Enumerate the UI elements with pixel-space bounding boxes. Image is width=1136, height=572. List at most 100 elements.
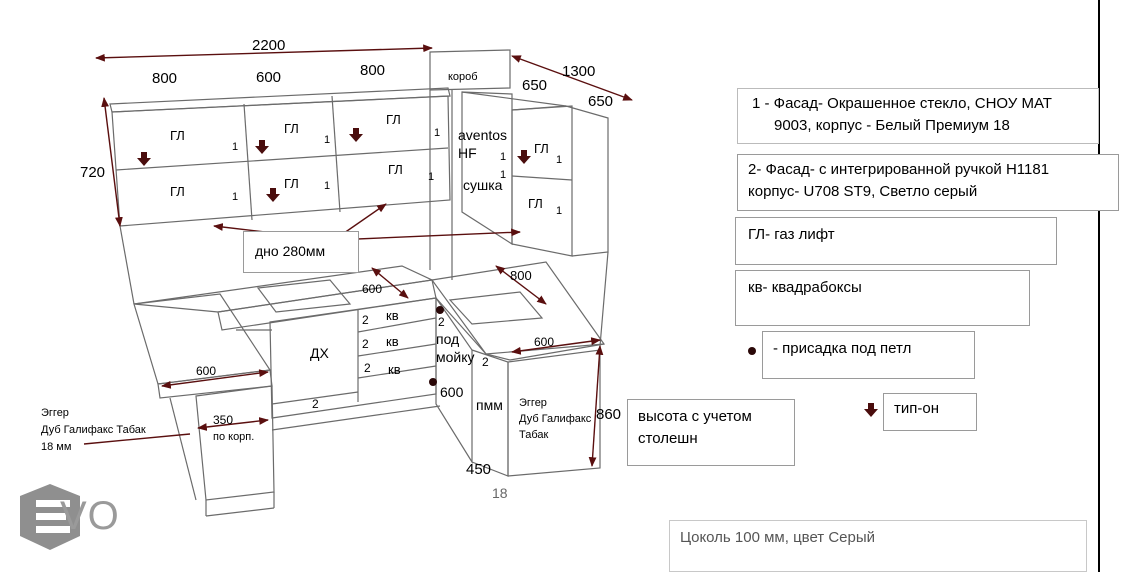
dim-right-a: 650 [522,77,547,94]
legend-item-2: 2- Фасад- с интегрированной ручкой Н1181… [737,154,1119,211]
label-one: 1 [500,151,506,163]
dim-line-total [95,44,433,62]
label-one: 1 [232,141,238,153]
legend-height: высота с учетом столешн [627,399,795,466]
hinge-dot-icon [429,378,437,386]
label-sushka: сушка [463,177,503,193]
label-kv: кв [386,334,399,349]
dim-right-b: 650 [588,93,613,110]
label-one: 1 [434,127,440,139]
evo-logo-text: VO [60,494,120,538]
legend-hinge-dot-icon [748,347,756,355]
tipon-arrow-icon [517,150,531,164]
tipon-arrow-icon [266,188,280,202]
label-kv: кв [388,362,401,377]
tipon-arrow-icon [349,128,363,142]
dim-upper-left: 800 [152,70,177,87]
label-gl: ГЛ [386,112,401,127]
dim-corner-depth: 600 [440,384,464,400]
legend-item-1-line1: 1 - Фасад- Окрашенное стекло, СНОУ МАТ [752,95,1052,112]
legend-item-1: 1 - Фасад- Окрашенное стекло, СНОУ МАТ 9… [737,88,1099,144]
dim-line-island [161,369,269,389]
label-po-korp: по корп. [213,431,254,443]
evo-logo-icon [20,484,80,550]
dim-depth: 800 [510,268,532,283]
dim-shelf: 350 [213,413,233,427]
legend-item-2-line1: 2- Фасад- с интегрированной ручкой Н1181 [748,161,1050,178]
dimension-lines [83,44,633,467]
tipon-arrow-icon [255,140,269,154]
dim-line-height [101,97,123,227]
legend-prisadka: - присадка под петл [762,331,975,379]
label-gl: ГЛ [528,196,543,211]
dim-upper-mid: 600 [256,69,281,86]
legend-tipon: тип-он [883,393,977,431]
label-two: 2 [362,313,369,327]
legend-height-line2: столешн [638,430,698,447]
label-two: 2 [438,315,445,329]
label-pod: под [436,331,459,347]
dim-line-right [511,55,633,101]
label-egger-left: Дуб Галифакс Табак [41,424,146,436]
dim-line-sink [371,267,409,299]
dim-line-depth [495,265,547,305]
dim-line-corner [511,337,601,355]
label-egger-right: Дуб Галифакс [519,413,592,425]
legend-kv: кв- квадрабоксы [735,270,1030,326]
dno-label: дно 280мм [243,231,359,273]
dim-right-total: 1300 [562,63,595,80]
cabinet-outline [109,49,609,517]
label-two: 2 [362,337,369,351]
legend-tipon-icon [864,403,878,417]
label-gl: ГЛ [534,141,549,156]
label-pmm: пмм [476,397,503,413]
dim-tall: 860 [596,406,621,423]
dim-line-shelf [197,417,269,431]
dim-island: 600 [196,364,216,378]
label-one: 1 [556,154,562,166]
label-one: 1 [428,171,434,183]
label-two: 2 [312,397,319,411]
label-one: 1 [324,180,330,192]
legend-height-line1: высота с учетом [638,408,752,425]
dim-bottom: 450 [466,461,491,478]
label-egger-left: Эггер [41,407,69,419]
label-egger-left: 18 мм [41,441,71,453]
dim-sink: 600 [362,282,382,296]
hinge-dot-icon [436,306,444,314]
label-one: 1 [500,169,506,181]
legend-item-1-line2: 9003, корпус - Белый Премиум 18 [774,117,1010,134]
legend-gl: ГЛ- газ лифт [735,217,1057,265]
page-number: 18 [492,485,508,501]
label-one: 1 [556,205,562,217]
label-gl: ГЛ [170,128,185,143]
hinge-markers [429,306,756,386]
label-dh: ДХ [310,345,329,361]
label-hf: HF [458,145,477,161]
tipon-arrow-icon [137,152,151,166]
dim-corner: 600 [534,335,554,349]
label-gl: ГЛ [284,121,299,136]
plinth-note: Цоколь 100 мм, цвет Серый [669,520,1087,572]
label-aventos: aventos [458,127,507,143]
page-divider [1098,0,1100,572]
dim-line-tall [588,345,604,467]
tipon-markers [137,128,878,417]
legend-item-2-line2: корпус- U708 ST9, Светло серый [748,183,978,200]
label-gl: ГЛ [170,184,185,199]
label-kv: кв [386,308,399,323]
label-korob: короб [448,71,478,83]
label-egger-right: Табак [519,429,549,441]
label-two: 2 [364,361,371,375]
dim-total: 2200 [252,37,285,54]
label-gl: ГЛ [388,162,403,177]
dim-height: 720 [80,164,105,181]
label-one: 1 [232,191,238,203]
label-egger-right: Эггер [519,397,547,409]
dim-upper-right: 800 [360,62,385,79]
label-one: 1 [324,134,330,146]
label-gl: ГЛ [284,176,299,191]
label-moiku: мойку [436,349,475,365]
label-two: 2 [482,355,489,369]
